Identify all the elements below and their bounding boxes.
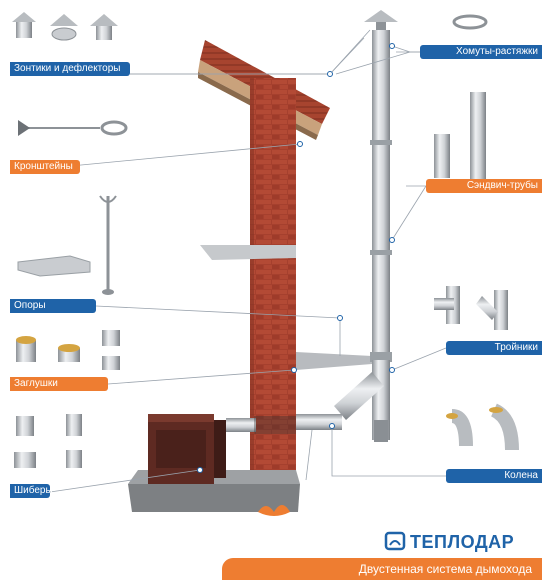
- umbrella-icon-2: [90, 14, 118, 40]
- footer: Двустенная система дымохода: [0, 552, 542, 582]
- label-sandwich-pipes: Сэндвич-трубы: [426, 179, 542, 193]
- label-tees: Тройники: [446, 341, 542, 355]
- label-supports: Опоры: [10, 299, 96, 313]
- elbow-products: [446, 403, 519, 451]
- brand-name: ТЕПЛОДАР: [410, 531, 515, 552]
- fire-accent: [258, 505, 290, 516]
- floor-slab: [128, 484, 300, 512]
- sandwich-pipe-products: [434, 92, 486, 180]
- tee-assembly: [334, 360, 390, 420]
- connector-pipe-right: [296, 414, 342, 430]
- tee-products: [434, 286, 508, 330]
- support-products: [17, 195, 117, 295]
- leader-dots: [197, 43, 395, 473]
- ceiling-slab: [200, 245, 296, 260]
- bracket-product-icon: [18, 120, 128, 136]
- footer-tagline: Двустенная система дымохода: [222, 558, 542, 580]
- connector-pipe-left: [226, 418, 256, 432]
- stove: [148, 414, 226, 484]
- wall-support-plate: [296, 352, 372, 370]
- umbrella-icon-1: [12, 12, 36, 38]
- label-caps: Заглушки: [10, 377, 108, 391]
- brand: ТЕПЛОДАР: [386, 530, 514, 554]
- label-brackets: Кронштейны: [10, 160, 80, 174]
- label-dampers: Шиберы: [10, 484, 53, 498]
- pass-through-sleeve: [254, 416, 296, 434]
- chimney-cap: [364, 10, 398, 30]
- vertical-pipe: [370, 30, 392, 442]
- umbrella-products: [12, 12, 118, 41]
- deflector-icon: [50, 14, 78, 41]
- cap-products: [16, 330, 120, 370]
- clamp-product-icon: [452, 14, 488, 30]
- brand-logo-icon: [384, 531, 406, 551]
- label-elbows: Колена: [446, 469, 542, 483]
- damper-products: [14, 414, 82, 468]
- label-clamps: Хомуты-растяжки: [420, 45, 542, 59]
- label-umbrellas-deflectors: Зонтики и дефлекторы: [10, 62, 130, 76]
